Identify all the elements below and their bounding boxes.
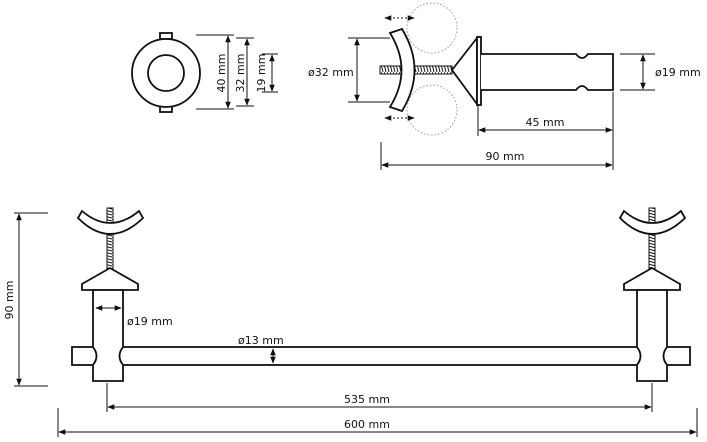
side-view: ø32 mm ø19 mm 45 mm 90 mm <box>308 2 701 170</box>
threaded-rod <box>379 65 453 75</box>
dim-inner-span: 535 mm <box>344 393 390 406</box>
inner-ring <box>147 54 185 92</box>
dim-40mm: 40 mm <box>215 54 228 93</box>
dim-bar-diameter: ø13 mm <box>238 334 284 347</box>
cone <box>450 35 478 107</box>
dim-cup-diameter: ø32 mm <box>308 66 354 79</box>
dim-total-span: 600 mm <box>344 418 390 431</box>
assembly-view: 90 mm ø19 mm ø13 mm 535 mm 600 mm <box>3 207 698 437</box>
dim-32mm: 32 mm <box>234 54 247 93</box>
dim-45mm: 45 mm <box>526 116 565 129</box>
post <box>481 53 614 91</box>
front-view: 40 mm 32 mm 19 mm <box>131 32 278 113</box>
dim-post-diameter: ø19 mm <box>127 315 173 328</box>
dim-height: 90 mm <box>3 281 16 320</box>
right-bracket <box>618 207 687 382</box>
towel-bar <box>71 346 691 366</box>
left-bracket <box>76 207 145 382</box>
dim-19mm: 19 mm <box>255 54 268 93</box>
cup <box>388 27 416 113</box>
dim-90mm-side: 90 mm <box>486 150 525 163</box>
dim-rod-diameter: ø19 mm <box>655 66 701 79</box>
